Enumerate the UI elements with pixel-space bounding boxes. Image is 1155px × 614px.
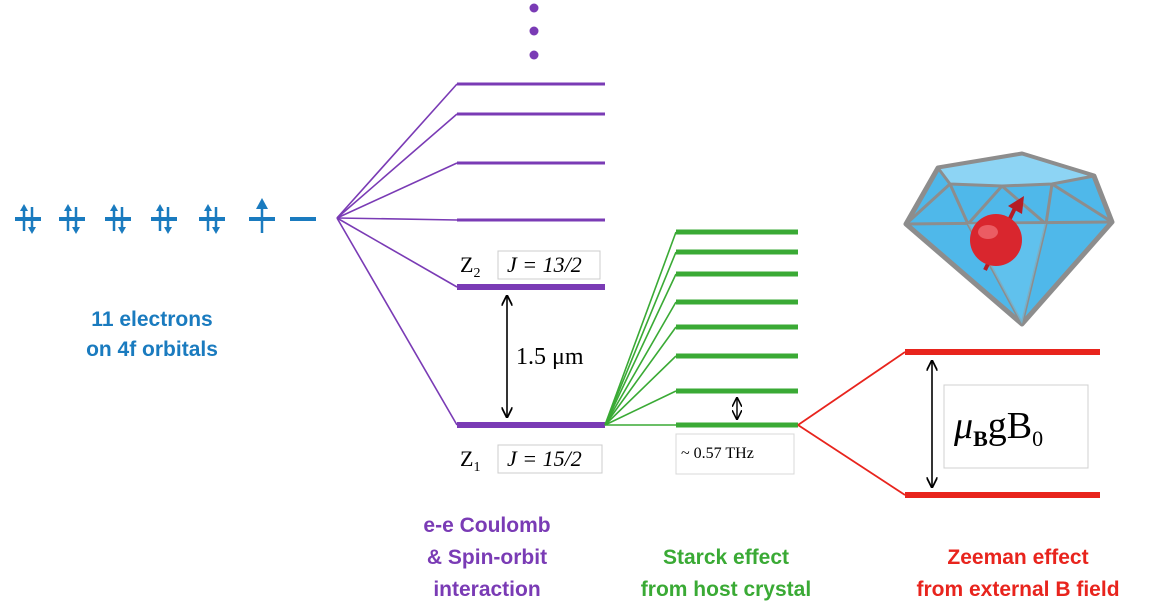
formula-b-subscript: 0 — [1032, 426, 1043, 451]
zeeman-formula: μBgB0 — [953, 405, 1043, 451]
orbital-up — [249, 198, 275, 233]
coulomb-fan-lines — [336, 83, 458, 426]
coulomb-gap-arrow: 1.5 μm — [507, 296, 584, 417]
z2-subscript: 2 — [473, 266, 480, 281]
coulomb-gap-label: 1.5 μm — [516, 344, 584, 370]
coulomb-levels — [457, 82, 605, 428]
electrons-label: 11 electrons on 4f orbitals — [86, 308, 218, 361]
formula-mu-subscript: B — [973, 426, 988, 451]
coulomb-label-line3: interaction — [433, 578, 540, 601]
starck-label-line2: from host crystal — [641, 578, 811, 601]
z1-label: Z1 J = 15/2 — [460, 444, 603, 475]
z2-j-value: J = 13/2 — [507, 252, 582, 277]
z1-subscript: 1 — [473, 460, 480, 475]
zeeman-label-line2: from external B field — [916, 578, 1119, 601]
orbital-paired — [15, 204, 41, 234]
spin-particle-icon — [970, 196, 1024, 271]
svg-text:Z1: Z1 — [460, 446, 480, 475]
starck-fan-lines — [604, 231, 677, 426]
orbital-paired — [105, 204, 131, 234]
electrons-label-line1: 11 electrons — [91, 308, 212, 331]
coulomb-label-line1: e-e Coulomb — [423, 514, 550, 537]
svg-text:Z2: Z2 — [460, 252, 480, 281]
starck-levels — [676, 229, 798, 428]
z1-j-value: J = 15/2 — [507, 446, 582, 471]
starck-gap-arrow: ~ 0.57 THz — [675, 398, 795, 475]
orbital-paired — [199, 204, 225, 234]
zeeman-fan-lines — [797, 351, 906, 496]
orbital-paired — [151, 204, 177, 234]
zeeman-levels — [905, 349, 1100, 498]
coulomb-label-line2: & Spin-orbit — [427, 546, 547, 569]
z2-label: Z2 J = 13/2 — [460, 250, 601, 281]
coulomb-label: e-e Coulomb & Spin-orbit interaction — [423, 514, 550, 601]
formula-mu: μ — [953, 405, 973, 447]
starck-label-line1: Starck effect — [663, 546, 789, 569]
formula-gb: gB — [988, 405, 1032, 447]
z1-letter: Z — [460, 446, 473, 471]
zeeman-gap-arrow: μBgB0 — [932, 361, 1089, 487]
orbital-paired — [59, 204, 85, 234]
orbital-row — [15, 198, 316, 234]
z2-letter: Z — [460, 252, 473, 277]
starck-label: Starck effect from host crystal — [641, 546, 811, 601]
zeeman-label-line1: Zeeman effect — [947, 546, 1088, 569]
starck-gap-label: ~ 0.57 THz — [681, 445, 754, 462]
zeeman-label: Zeeman effect from external B field — [916, 546, 1119, 601]
ellipsis-dots-icon — [529, 3, 539, 60]
electrons-label-line2: on 4f orbitals — [86, 338, 218, 361]
